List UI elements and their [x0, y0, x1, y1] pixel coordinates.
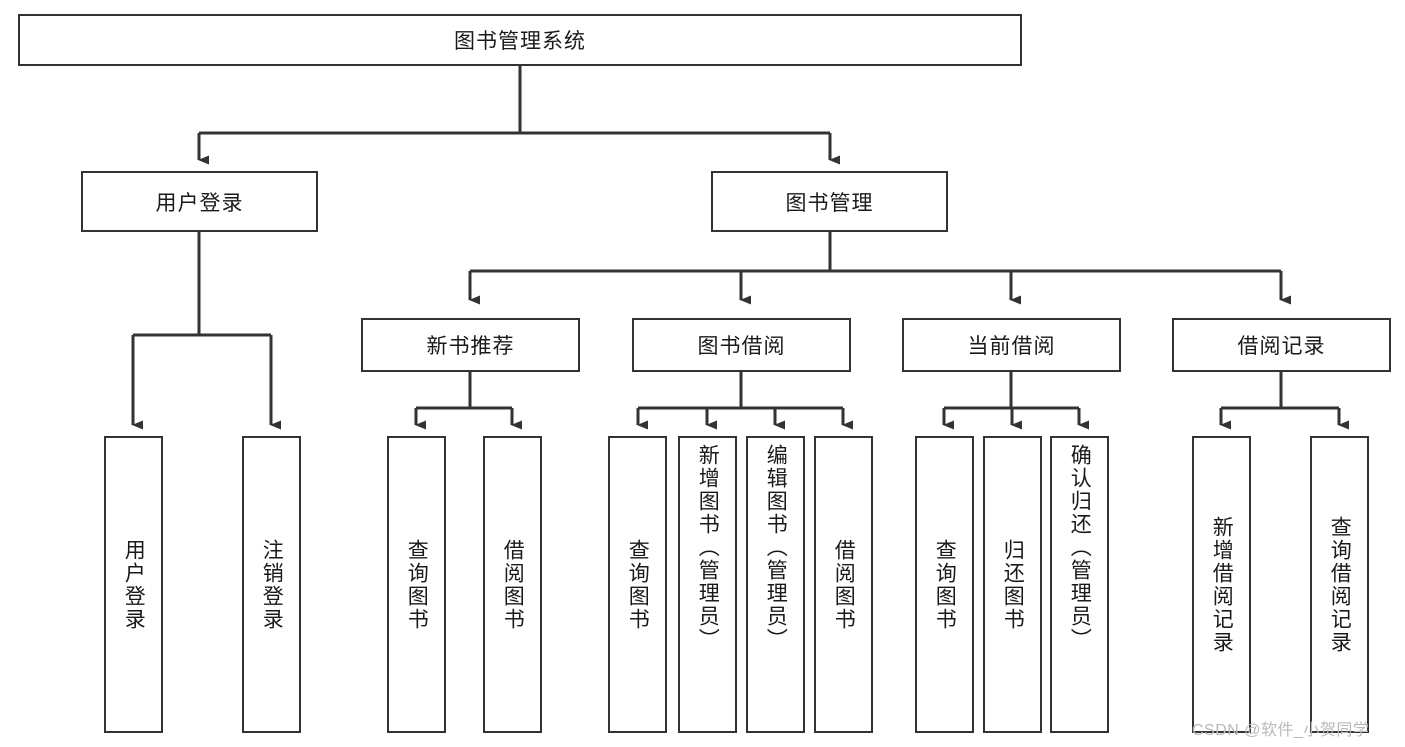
- leaf-newbook-borrow-book-label: 借阅图书: [501, 538, 525, 631]
- node-borrow-record-label: 借阅记录: [1237, 335, 1326, 358]
- csdn-watermark: CSDN @软件_小贺同学: [1192, 722, 1370, 739]
- leaf-borrow-edit-book[interactable]: 编辑图书（管理员）: [746, 436, 805, 733]
- leaf-borrow-edit-book-label: 编辑图书（管理员）: [764, 444, 788, 651]
- leaf-logout-label: 注销登录: [260, 538, 284, 631]
- leaf-record-query-label: 查询借阅记录: [1328, 515, 1352, 654]
- leaf-borrow-query-book-label: 查询图书: [626, 538, 650, 631]
- leaf-borrow-add-book[interactable]: 新增图书（管理员）: [678, 436, 737, 733]
- node-root[interactable]: 图书管理系统: [18, 14, 1022, 66]
- node-new-book-recommend[interactable]: 新书推荐: [361, 318, 580, 372]
- leaf-current-query-book[interactable]: 查询图书: [915, 436, 974, 733]
- leaf-current-return-book[interactable]: 归还图书: [983, 436, 1042, 733]
- leaf-borrow-query-book[interactable]: 查询图书: [608, 436, 667, 733]
- leaf-borrow-borrow-book[interactable]: 借阅图书: [814, 436, 873, 733]
- leaf-user-login[interactable]: 用户登录: [104, 436, 163, 733]
- leaf-logout[interactable]: 注销登录: [242, 436, 301, 733]
- leaf-newbook-query-book-label: 查询图书: [405, 538, 429, 631]
- node-book-borrow[interactable]: 图书借阅: [632, 318, 851, 372]
- node-current-borrow-label: 当前借阅: [967, 335, 1056, 358]
- leaf-current-query-book-label: 查询图书: [933, 538, 957, 631]
- leaf-current-confirm-return[interactable]: 确认归还（管理员）: [1050, 436, 1109, 733]
- node-root-label: 图书管理系统: [454, 30, 586, 53]
- leaf-borrow-add-book-label: 新增图书（管理员）: [696, 444, 720, 651]
- node-book-borrow-label: 图书借阅: [697, 335, 786, 358]
- node-book-management-label: 图书管理: [785, 191, 874, 215]
- leaf-current-confirm-return-label: 确认归还（管理员）: [1068, 444, 1092, 651]
- leaf-record-add-label: 新增借阅记录: [1210, 515, 1234, 654]
- node-book-management[interactable]: 图书管理: [711, 171, 948, 232]
- leaf-user-login-label: 用户登录: [122, 538, 146, 631]
- leaf-newbook-query-book[interactable]: 查询图书: [387, 436, 446, 733]
- node-current-borrow[interactable]: 当前借阅: [902, 318, 1121, 372]
- leaf-newbook-borrow-book[interactable]: 借阅图书: [483, 436, 542, 733]
- node-user-login[interactable]: 用户登录: [81, 171, 318, 232]
- leaf-record-query[interactable]: 查询借阅记录: [1310, 436, 1369, 733]
- leaf-record-add[interactable]: 新增借阅记录: [1192, 436, 1251, 733]
- node-new-book-recommend-label: 新书推荐: [426, 335, 515, 358]
- node-user-login-label: 用户登录: [155, 191, 244, 215]
- leaf-borrow-borrow-book-label: 借阅图书: [832, 538, 856, 631]
- leaf-current-return-book-label: 归还图书: [1001, 538, 1025, 631]
- node-borrow-record[interactable]: 借阅记录: [1172, 318, 1391, 372]
